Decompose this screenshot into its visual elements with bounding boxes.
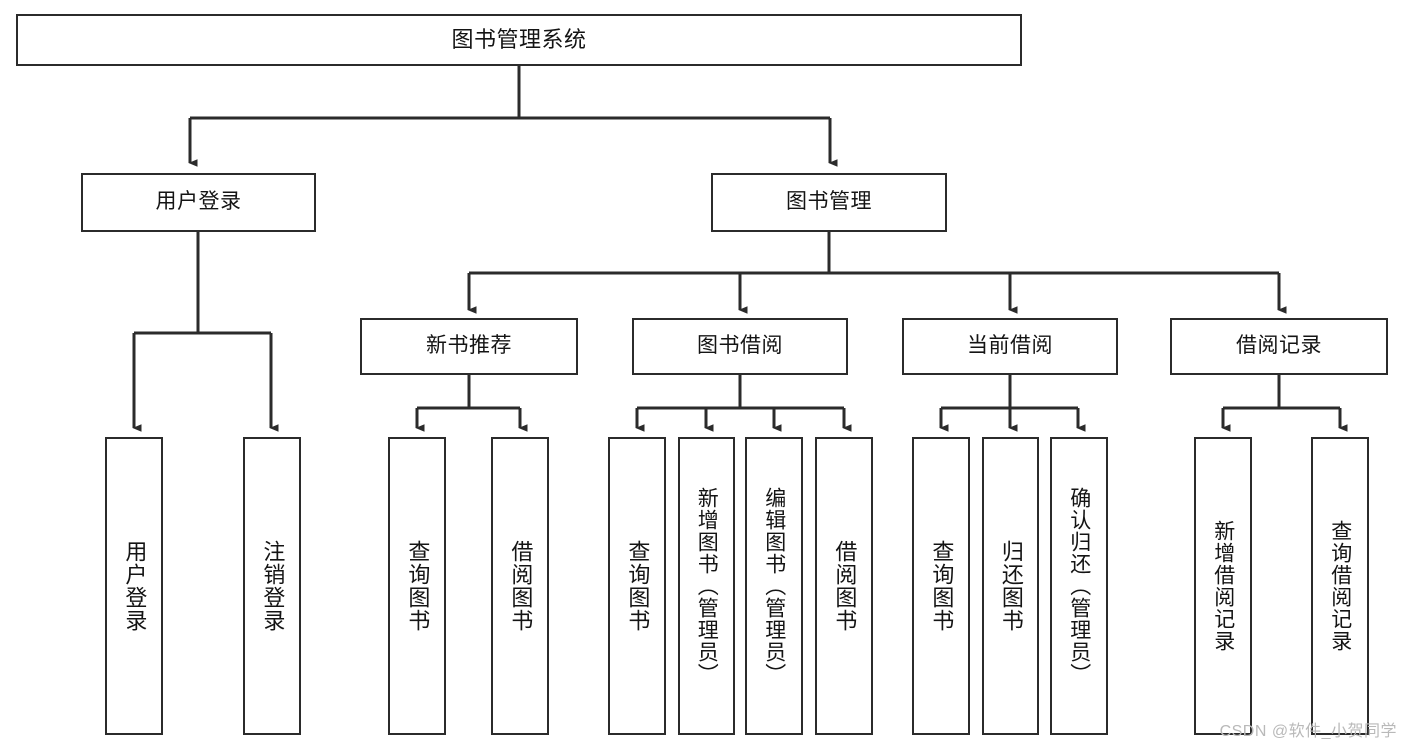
leaf-borrow-edit-book-label: 编辑图书（管理员） <box>762 487 786 685</box>
leaf-borrow-query-book[interactable]: 查询图书 <box>608 437 666 735</box>
leaf-current-return-book-label: 归还图书 <box>998 540 1024 632</box>
leaf-borrow-add-book-label: 新增图书（管理员） <box>695 487 719 685</box>
node-root-system[interactable]: 图书管理系统 <box>16 14 1022 66</box>
leaf-record-query[interactable]: 查询借阅记录 <box>1311 437 1369 735</box>
leaf-user-login-signin[interactable]: 用户登录 <box>105 437 163 735</box>
node-new-book-recommend[interactable]: 新书推荐 <box>360 318 578 375</box>
node-current-borrow[interactable]: 当前借阅 <box>902 318 1118 375</box>
node-book-management[interactable]: 图书管理 <box>711 173 947 232</box>
node-borrow-record[interactable]: 借阅记录 <box>1170 318 1388 375</box>
leaf-borrow-query-book-label: 查询图书 <box>625 540 651 632</box>
node-book-borrow-label: 图书借阅 <box>697 334 783 358</box>
leaf-current-query-book[interactable]: 查询图书 <box>912 437 970 735</box>
leaf-record-query-label: 查询借阅记录 <box>1328 520 1352 652</box>
leaf-new-book-query[interactable]: 查询图书 <box>388 437 446 735</box>
node-book-borrow[interactable]: 图书借阅 <box>632 318 848 375</box>
node-borrow-record-label: 借阅记录 <box>1236 334 1322 358</box>
leaf-new-book-borrow-label: 借阅图书 <box>508 540 534 632</box>
leaf-user-login-signin-label: 用户登录 <box>122 540 148 632</box>
leaf-new-book-borrow[interactable]: 借阅图书 <box>491 437 549 735</box>
node-current-borrow-label: 当前借阅 <box>967 334 1053 358</box>
leaf-current-return-book[interactable]: 归还图书 <box>982 437 1039 735</box>
leaf-record-add-label: 新增借阅记录 <box>1211 520 1235 652</box>
leaf-new-book-query-label: 查询图书 <box>405 540 431 632</box>
leaf-user-login-signout[interactable]: 注销登录 <box>243 437 301 735</box>
leaf-borrow-borrow-book[interactable]: 借阅图书 <box>815 437 873 735</box>
leaf-borrow-edit-book[interactable]: 编辑图书（管理员） <box>745 437 803 735</box>
node-new-book-recommend-label: 新书推荐 <box>426 334 512 358</box>
leaf-user-login-signout-label: 注销登录 <box>260 540 286 632</box>
node-book-management-label: 图书管理 <box>786 190 872 214</box>
leaf-current-confirm-return-label: 确认归还（管理员） <box>1067 487 1091 685</box>
leaf-borrow-add-book[interactable]: 新增图书（管理员） <box>678 437 735 735</box>
leaf-record-add[interactable]: 新增借阅记录 <box>1194 437 1252 735</box>
leaf-borrow-borrow-book-label: 借阅图书 <box>832 540 858 632</box>
leaf-current-confirm-return[interactable]: 确认归还（管理员） <box>1050 437 1108 735</box>
node-user-login[interactable]: 用户登录 <box>81 173 316 232</box>
leaf-current-query-book-label: 查询图书 <box>929 540 955 632</box>
node-user-login-label: 用户登录 <box>155 190 242 214</box>
node-root-label: 图书管理系统 <box>451 27 587 53</box>
